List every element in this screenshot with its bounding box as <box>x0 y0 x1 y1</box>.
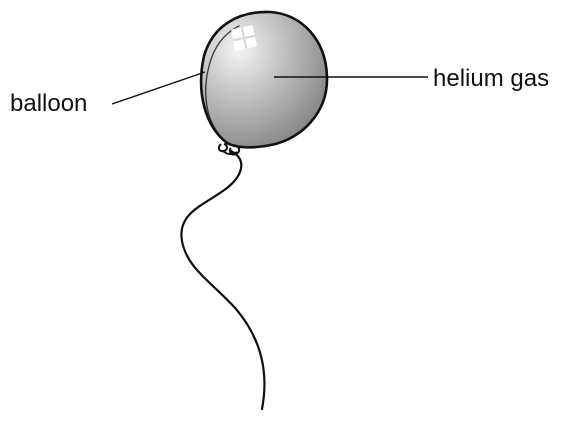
balloon-knot-icon <box>217 143 241 156</box>
balloon-string <box>180 149 266 411</box>
balloon-leader-line <box>111 71 206 105</box>
balloon-body <box>199 10 329 149</box>
helium-gas-label: helium gas <box>433 65 550 92</box>
balloon-highlight-icon <box>231 25 257 51</box>
balloon-inner-shadow <box>204 25 240 138</box>
balloon-label: balloon <box>10 90 88 117</box>
